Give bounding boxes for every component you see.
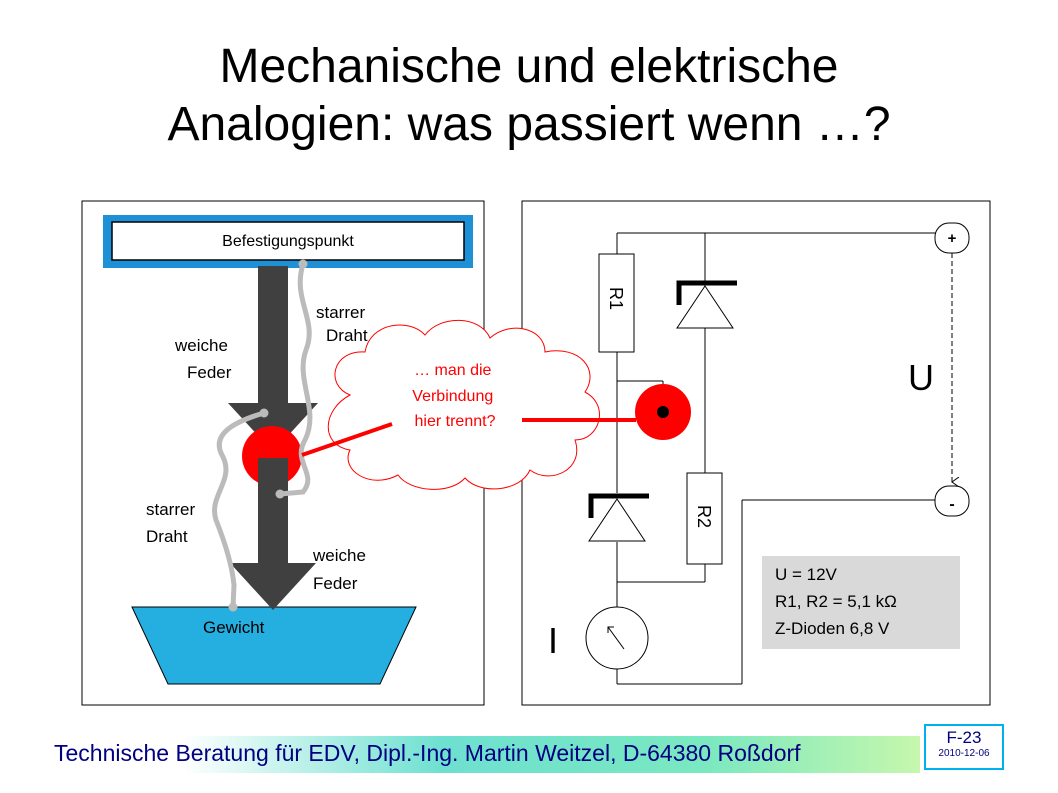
- slide-number-badge: F-23 2010-12-06: [924, 724, 1004, 770]
- slide-code: F-23: [946, 728, 982, 747]
- spec-text: U = 12V R1, R2 = 5,1 kΩ Z-Dioden 6,8 V: [775, 565, 902, 638]
- rigid-wire-bottom-top-dot: [259, 408, 269, 418]
- rigid-wire-bottom-end-dot: [228, 602, 238, 612]
- weight-block: [131, 606, 417, 685]
- rigid-wire-top: [277, 261, 313, 497]
- upper-soft-spring-arrow: [228, 266, 318, 452]
- electrical-node-dot: [657, 406, 669, 418]
- zener-diode-2: [588, 493, 649, 542]
- slide-date: 2010-12-06: [938, 748, 990, 759]
- callout-text: … man die Verbindung hier trennt?: [412, 362, 497, 430]
- weight-label: Gewicht: [203, 618, 265, 637]
- terminal-plus-label: +: [948, 230, 957, 247]
- zener-diode-1: [676, 280, 737, 329]
- title-line-1: Mechanische und elektrische: [219, 40, 839, 93]
- anchor-label: Befestigungspunkt: [222, 233, 354, 250]
- ammeter-needle-head: [607, 626, 614, 633]
- resistor-r2-label: R2: [694, 505, 714, 528]
- callout-pointer-left: [301, 422, 393, 457]
- lower-soft-spring-arrow: [230, 458, 316, 610]
- title-line-2: Analogien: was passiert wenn …?: [167, 98, 891, 151]
- rigid-wire-top-anchor-dot: [298, 259, 308, 269]
- rigid-wire-bottom: [212, 410, 267, 610]
- rigid-wire-top-label: starrer Draht: [316, 303, 370, 345]
- rigid-wire-top-end-dot: [275, 489, 285, 499]
- spec-box: [762, 556, 960, 649]
- soft-spring-bottom-label: weiche Feder: [312, 546, 371, 593]
- footer-text: Technische Beratung für EDV, Dipl.-Ing. …: [54, 740, 801, 766]
- circuit-wires: [616, 232, 938, 685]
- resistor-r1-label: R1: [606, 287, 626, 310]
- ammeter-needle-icon: [607, 626, 625, 650]
- resistor-r2: [686, 472, 723, 565]
- rigid-wire-bottom-label: starrer Draht: [146, 500, 200, 546]
- resistor-r1: [598, 253, 635, 353]
- ammeter: [585, 606, 649, 670]
- current-label: I: [548, 620, 558, 661]
- soft-spring-top-label: weiche Feder: [174, 336, 233, 382]
- footer-bar: Technische Beratung für EDV, Dipl.-Ing. …: [52, 736, 920, 773]
- anchor-box: [111, 221, 465, 261]
- terminal-minus-label: -: [949, 496, 954, 513]
- voltage-label: U: [908, 357, 934, 398]
- slide-title: Mechanische und elektrische Analogien: w…: [0, 38, 1058, 154]
